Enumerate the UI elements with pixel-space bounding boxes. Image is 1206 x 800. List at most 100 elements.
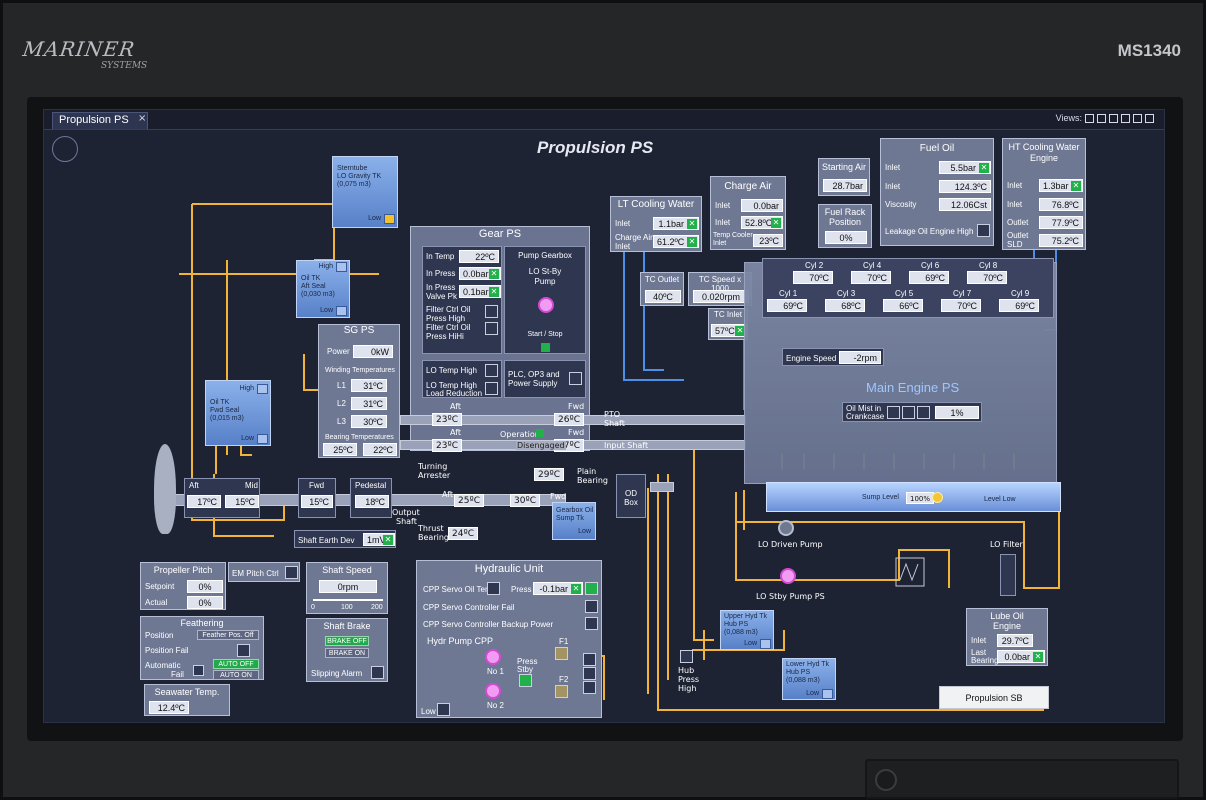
brake-off-button[interactable]: BRAKE OFF [325,636,369,646]
shaft-mid-label: Mid [245,481,258,490]
filter-f1-icon [555,647,568,660]
gearbox-sump-t2: Sump Tk [556,515,584,522]
hydraulic-unit-panel: Hydraulic Unit CPP Servo Oil Temp Press … [416,560,602,718]
cpp-servo-oil-temp-label: CPP Servo Oil Temp [423,585,497,594]
hub-label-1: Hub [678,666,695,675]
cpp-controller-fail-label: CPP Servo Controller Fail [423,603,515,612]
lo-stby-pump-icon[interactable] [780,568,796,584]
pump-gearbox-sub2: Pump [534,277,556,286]
upper-hyd-t2: Hub PS [724,621,749,628]
oil-fwd-t1: Oil TK [210,399,230,406]
cylinder-bot-4-temp: 69ºC [999,299,1039,312]
cpp-backup-power-label: CPP Servo Controller Backup Power [423,620,554,629]
view-split-h-icon[interactable] [1097,113,1106,123]
gearbox-oil-sump-tank: Gearbox Oil Sump Tk Low [552,502,596,540]
fuel-rack-value: 0% [825,231,867,244]
gear-in-press-value: 0.0bar✕ [459,267,501,280]
gear-filter-1: Filter Ctrl Oil [426,305,471,314]
plc-panel: PLC, OP3 and Power Supply [504,360,586,398]
od-box: OD Box [616,474,646,518]
pitch-actual-value: 0% [187,596,223,609]
gear-valve-ok-icon: ✕ [489,287,499,297]
views-selector: Views: [1056,113,1154,123]
plain-bearing-label-1: Plain [577,467,597,476]
em-pitch-ctrl-indicator[interactable] [285,566,298,579]
fuel-rack-title-2: Position [828,217,862,227]
view-single-icon[interactable] [1085,113,1094,123]
upper-hyd-title: Upper Hyd Tk Hub PS (0,088 m3) [724,613,784,637]
hydr-pump-2-icon[interactable] [485,683,501,699]
tab-propulsion-ps[interactable]: Propulsion PS [52,112,148,129]
gear-valve-label-2: Valve Pk [426,292,457,301]
view-quad-icon[interactable] [1121,113,1130,123]
cpp-controller-fail-indicator [585,600,598,613]
shaft-brake-title: Shaft Brake [323,621,371,631]
pump-startstop-button[interactable] [541,343,550,352]
pump-gearbox-panel: Pump Gearbox LO St-By Pump Start / Stop [504,246,586,354]
feather-auto-off-button[interactable]: AUTO OFF [213,659,259,669]
oil-mist-ind-2 [902,406,915,419]
compass-icon[interactable] [52,136,78,162]
propeller-pitch-title: Propeller Pitch [153,565,213,575]
plc-indicator [569,372,582,385]
sg-power-label: Power [327,347,350,356]
lo-temp-panel: LO Temp High LO Temp High Load Reduction [422,360,502,398]
gear-filter-2: Press High [426,314,466,323]
control-knob[interactable] [875,769,897,791]
gear-valve-text: 0.1bar [463,287,489,297]
plain-bearing-temp: 29ºC [534,468,564,481]
oil-aft-title: Oil TK Aft Seal (0,030 m3) [301,275,361,299]
output-shaft-label-2: Shaft [396,517,417,526]
charge-inlet-label: Inlet [715,201,731,210]
ht-inlet2-label: Inlet [1007,200,1023,209]
seawater-temp-title: Seawater Temp. [154,687,220,697]
cylinder-bot-1-temp: 68ºC [825,299,865,312]
brake-on-button[interactable]: BRAKE ON [325,648,369,658]
ht-outlet-value: 77.9ºC [1039,216,1083,229]
close-icon[interactable]: × [138,113,147,124]
charge-inlet2-label: Inlet [715,218,731,227]
lube-oil-engine-panel: Lube Oil Engine Inlet 29.7ºC Last Bearin… [966,608,1048,666]
hydr-pump-1-icon[interactable] [485,649,501,665]
pto-label-2: Shaft [604,419,625,428]
fuel-leakage-high-label: High [957,227,974,236]
lo-filter-label: LO Filter [990,540,1023,549]
oil-mist-ind-3 [917,406,930,419]
slipping-alarm-label: Slipping Alarm [311,669,363,678]
filter-f1-label: F1 [559,637,569,646]
shaft-speed-panel: Shaft Speed 0rpm 0 100 200 [306,562,388,614]
sump-level-label: Sump Level [862,494,899,501]
gear-in-press-text: 0.0bar [463,269,489,279]
seawater-temp-panel: Seawater Temp. 12.4ºC [144,684,230,716]
lube-inlet-value: 29.7ºC [997,634,1033,647]
lower-hyd-low-indicator [822,689,833,699]
cylinder-top-2-label: Cyl 6 [921,261,940,270]
pedestal-bearing: Pedestal 18ºC [350,478,392,518]
hydr-pump-2-label: No 2 [487,701,504,710]
press-stby-label-1: Press [517,657,538,666]
shaft-mid-temp: 15ºC [225,495,259,508]
feather-auto-on-button[interactable]: AUTO ON [213,670,259,680]
view-grid2-icon[interactable] [1145,113,1154,123]
shaft-earth-text: 1mV [367,535,386,545]
bottom-control-panel [865,759,1179,799]
view-split-v-icon[interactable] [1109,113,1118,123]
gear-operation-label: Operation [500,430,540,439]
hydraulic-unit-title: Hydraulic Unit [474,563,544,575]
charge-air-panel: Charge Air Inlet 0.0bar Inlet 52.8ºC✕ Te… [710,176,786,250]
oil-mist-label-2: Crankcase [846,412,885,421]
cylinder-top-2-temp: 69ºC [909,271,949,284]
view-grid-icon[interactable] [1133,113,1142,123]
lo-driven-pump-label: LO Driven Pump [758,540,823,549]
gear-in-press-ok-icon: ✕ [489,269,499,279]
gear-filter-hihi-indicator [485,322,498,335]
starting-air-value: 28.7bar [823,179,867,192]
propulsion-sb-button[interactable]: Propulsion SB [939,686,1049,709]
lo-driven-pump-icon[interactable] [778,520,794,536]
gear-disengaged-status: Disengaged [516,441,566,450]
sump-level-low-label: Level Low [984,496,1016,503]
sg-l1-value: 31ºC [351,379,387,392]
tc-inlet-panel: TC Inlet 57ºC✕ [708,308,748,340]
lo-standby-pump-icon[interactable] [538,297,554,313]
hyd-indicator-2 [583,667,596,680]
